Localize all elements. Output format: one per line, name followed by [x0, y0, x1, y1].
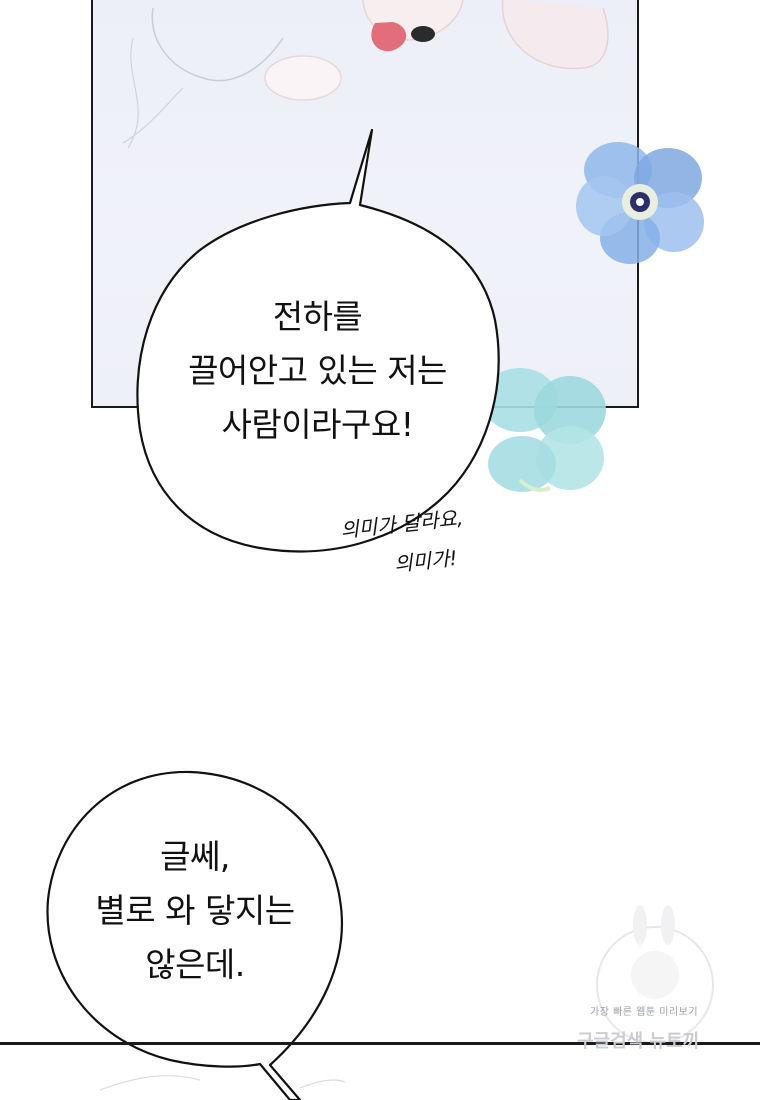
dialogue-line: 글쎄, — [160, 837, 230, 876]
dialogue-line: 별로 와 닿지는 — [95, 891, 295, 930]
dialogue-line: 사람이라구요! — [221, 405, 414, 444]
watermark-title: 가장 빠른 웹툰 미리보기 — [590, 1007, 699, 1018]
dialogue-line: 끌어안고 있는 저는 — [188, 351, 447, 390]
speech-bubble-bottom-text: 글쎄, 별로 와 닿지는 않은데. — [55, 830, 335, 992]
handwritten-aside-line2: 의미가! — [393, 545, 459, 577]
dialogue-line: 전하를 — [272, 297, 363, 336]
panel-border-bottom — [0, 1042, 760, 1045]
panel-illustration — [122, 0, 609, 149]
watermark-brand: 구글검색 뉴토끼 — [577, 1031, 700, 1052]
handwritten-aside-line1: 의미가 달라요, — [339, 505, 465, 543]
watermark-mascot-icon — [596, 905, 714, 1044]
speech-bubble-top-text: 전하를 끌어안고 있는 저는 사람이라구요! — [150, 290, 485, 452]
dialogue-line: 않은데. — [145, 945, 245, 984]
